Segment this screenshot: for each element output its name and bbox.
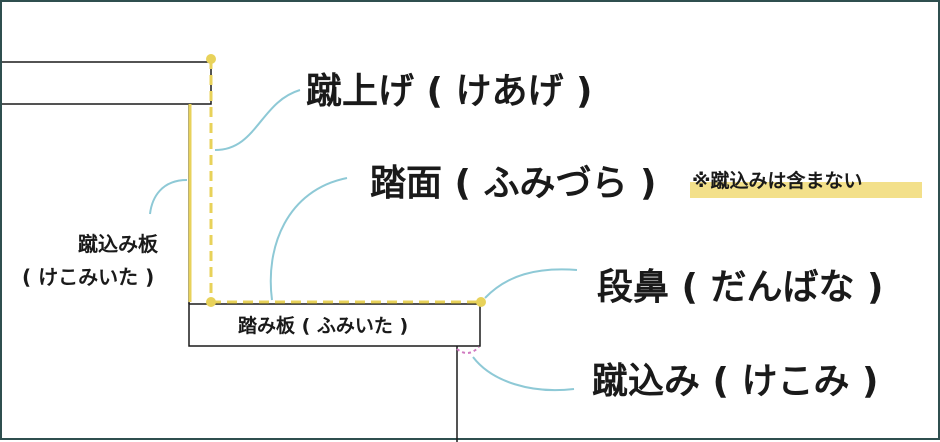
riser-label: 蹴上げ ( けあげ ) [306,71,593,112]
nosing-point [476,297,486,307]
kick-in-label: 蹴込み ( けこみ ) [592,361,879,402]
kick-in-marker [456,346,480,354]
note-highlight [690,182,922,198]
upper-tread-board [2,61,212,105]
riser-leader [214,89,301,151]
tread-note: ※蹴込みは含まない [692,170,863,192]
nosing-leader [484,268,578,299]
kick-in-leader [472,356,575,392]
lower-tread-board [188,303,481,347]
tread-label: 踏面 ( ふみづら ) [370,163,657,204]
riser-board-label-line2: ( けこみいた ) [22,265,155,289]
riser-board-label-line1: 蹴込み板 [78,232,158,256]
riser-top-point [206,54,216,64]
riser-bottom-point [206,297,216,307]
nosing-label: 段鼻 ( だんばな ) [597,267,884,308]
riser-board-leader [149,179,188,215]
tread-leader [269,177,348,301]
tread-board-label: 踏み板 ( ふみいた ) [238,315,409,337]
